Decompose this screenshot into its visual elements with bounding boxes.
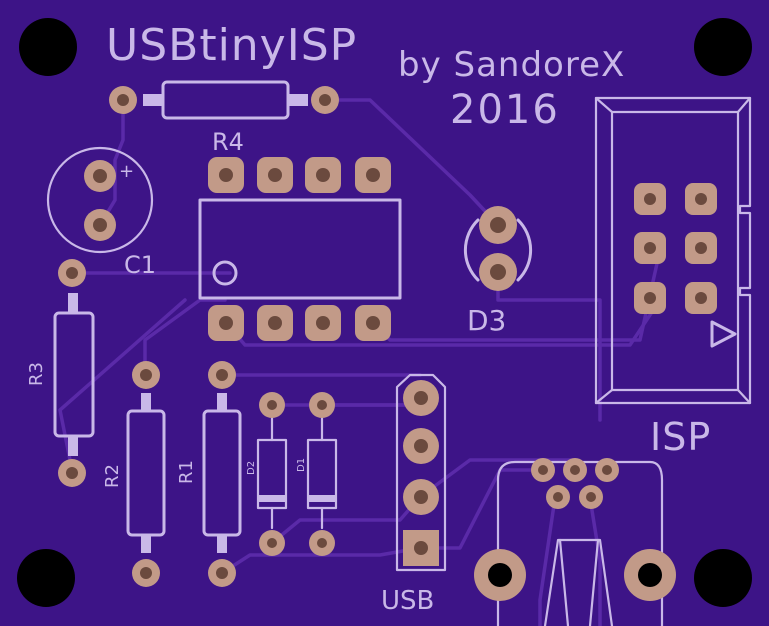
mounting-holes [17,18,752,607]
label-r2: R2 [102,464,123,488]
led-d3 [463,206,533,291]
diode-d1 [306,392,338,556]
label-isp: ISP [650,415,712,459]
label-d2: D2 [246,460,257,475]
mounting-hole-top-right [694,18,752,76]
label-r1: R1 [176,460,197,484]
board-author: by SandoreX [398,45,626,85]
label-c1: C1 [124,251,157,279]
isp-connector [594,96,752,405]
usb-header [395,373,447,572]
label-r4: R4 [212,128,244,156]
resistor-r3 [53,259,95,487]
label-c1-polarity: + [119,161,135,182]
board-title: USBtinyISP [106,20,358,71]
capacitor-c1 [46,146,154,254]
mounting-hole-bottom-right [694,549,752,607]
resistor-r2 [126,361,166,587]
resistor-r1 [202,361,242,587]
board-year: 2016 [450,87,560,133]
label-d3: D3 [467,304,507,337]
mounting-hole-bottom-left [17,549,75,607]
diode-d2 [256,392,288,556]
mounting-hole-top-left [19,18,77,76]
ic-dip8 [198,157,402,341]
resistor-r4 [109,80,339,120]
label-d1: D1 [296,457,307,472]
label-r3: R3 [26,362,47,386]
usb-mini-connector [474,458,676,626]
label-usb: USB [381,586,435,616]
